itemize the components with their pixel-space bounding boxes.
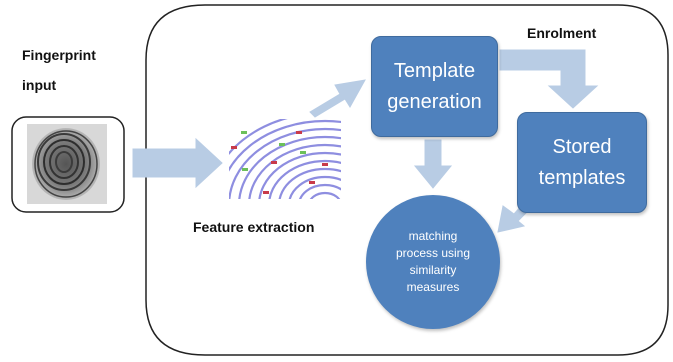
- arrow-input-to-extraction: [132, 137, 223, 189]
- fingerprint-input-label: Fingerprint: [22, 47, 96, 63]
- arrow-extraction-to-template: [309, 79, 366, 118]
- fingerprint-icon: [27, 124, 107, 204]
- stored-templates-node: Stored templates: [517, 112, 647, 213]
- enrolment-label: Enrolment: [527, 25, 597, 41]
- ridge-pattern-icon: [229, 119, 341, 199]
- template-generation-node: Template generation: [371, 36, 498, 137]
- stored-templates-text: Stored templates: [538, 135, 626, 189]
- arrow-stored-to-matching: [497, 204, 528, 233]
- matching-process-text: matching process using similarity measur…: [395, 229, 471, 294]
- feature-extraction-label: Feature extraction: [193, 219, 315, 235]
- matching-process-node: matching process using similarity measur…: [366, 195, 500, 329]
- arrow-template-to-matching: [413, 139, 453, 189]
- fingerprint-input-label-line2: input: [22, 77, 57, 93]
- arrow-template-to-stored: [499, 49, 599, 109]
- template-generation-text: Template generation: [387, 59, 482, 113]
- system-frame: [145, 4, 669, 356]
